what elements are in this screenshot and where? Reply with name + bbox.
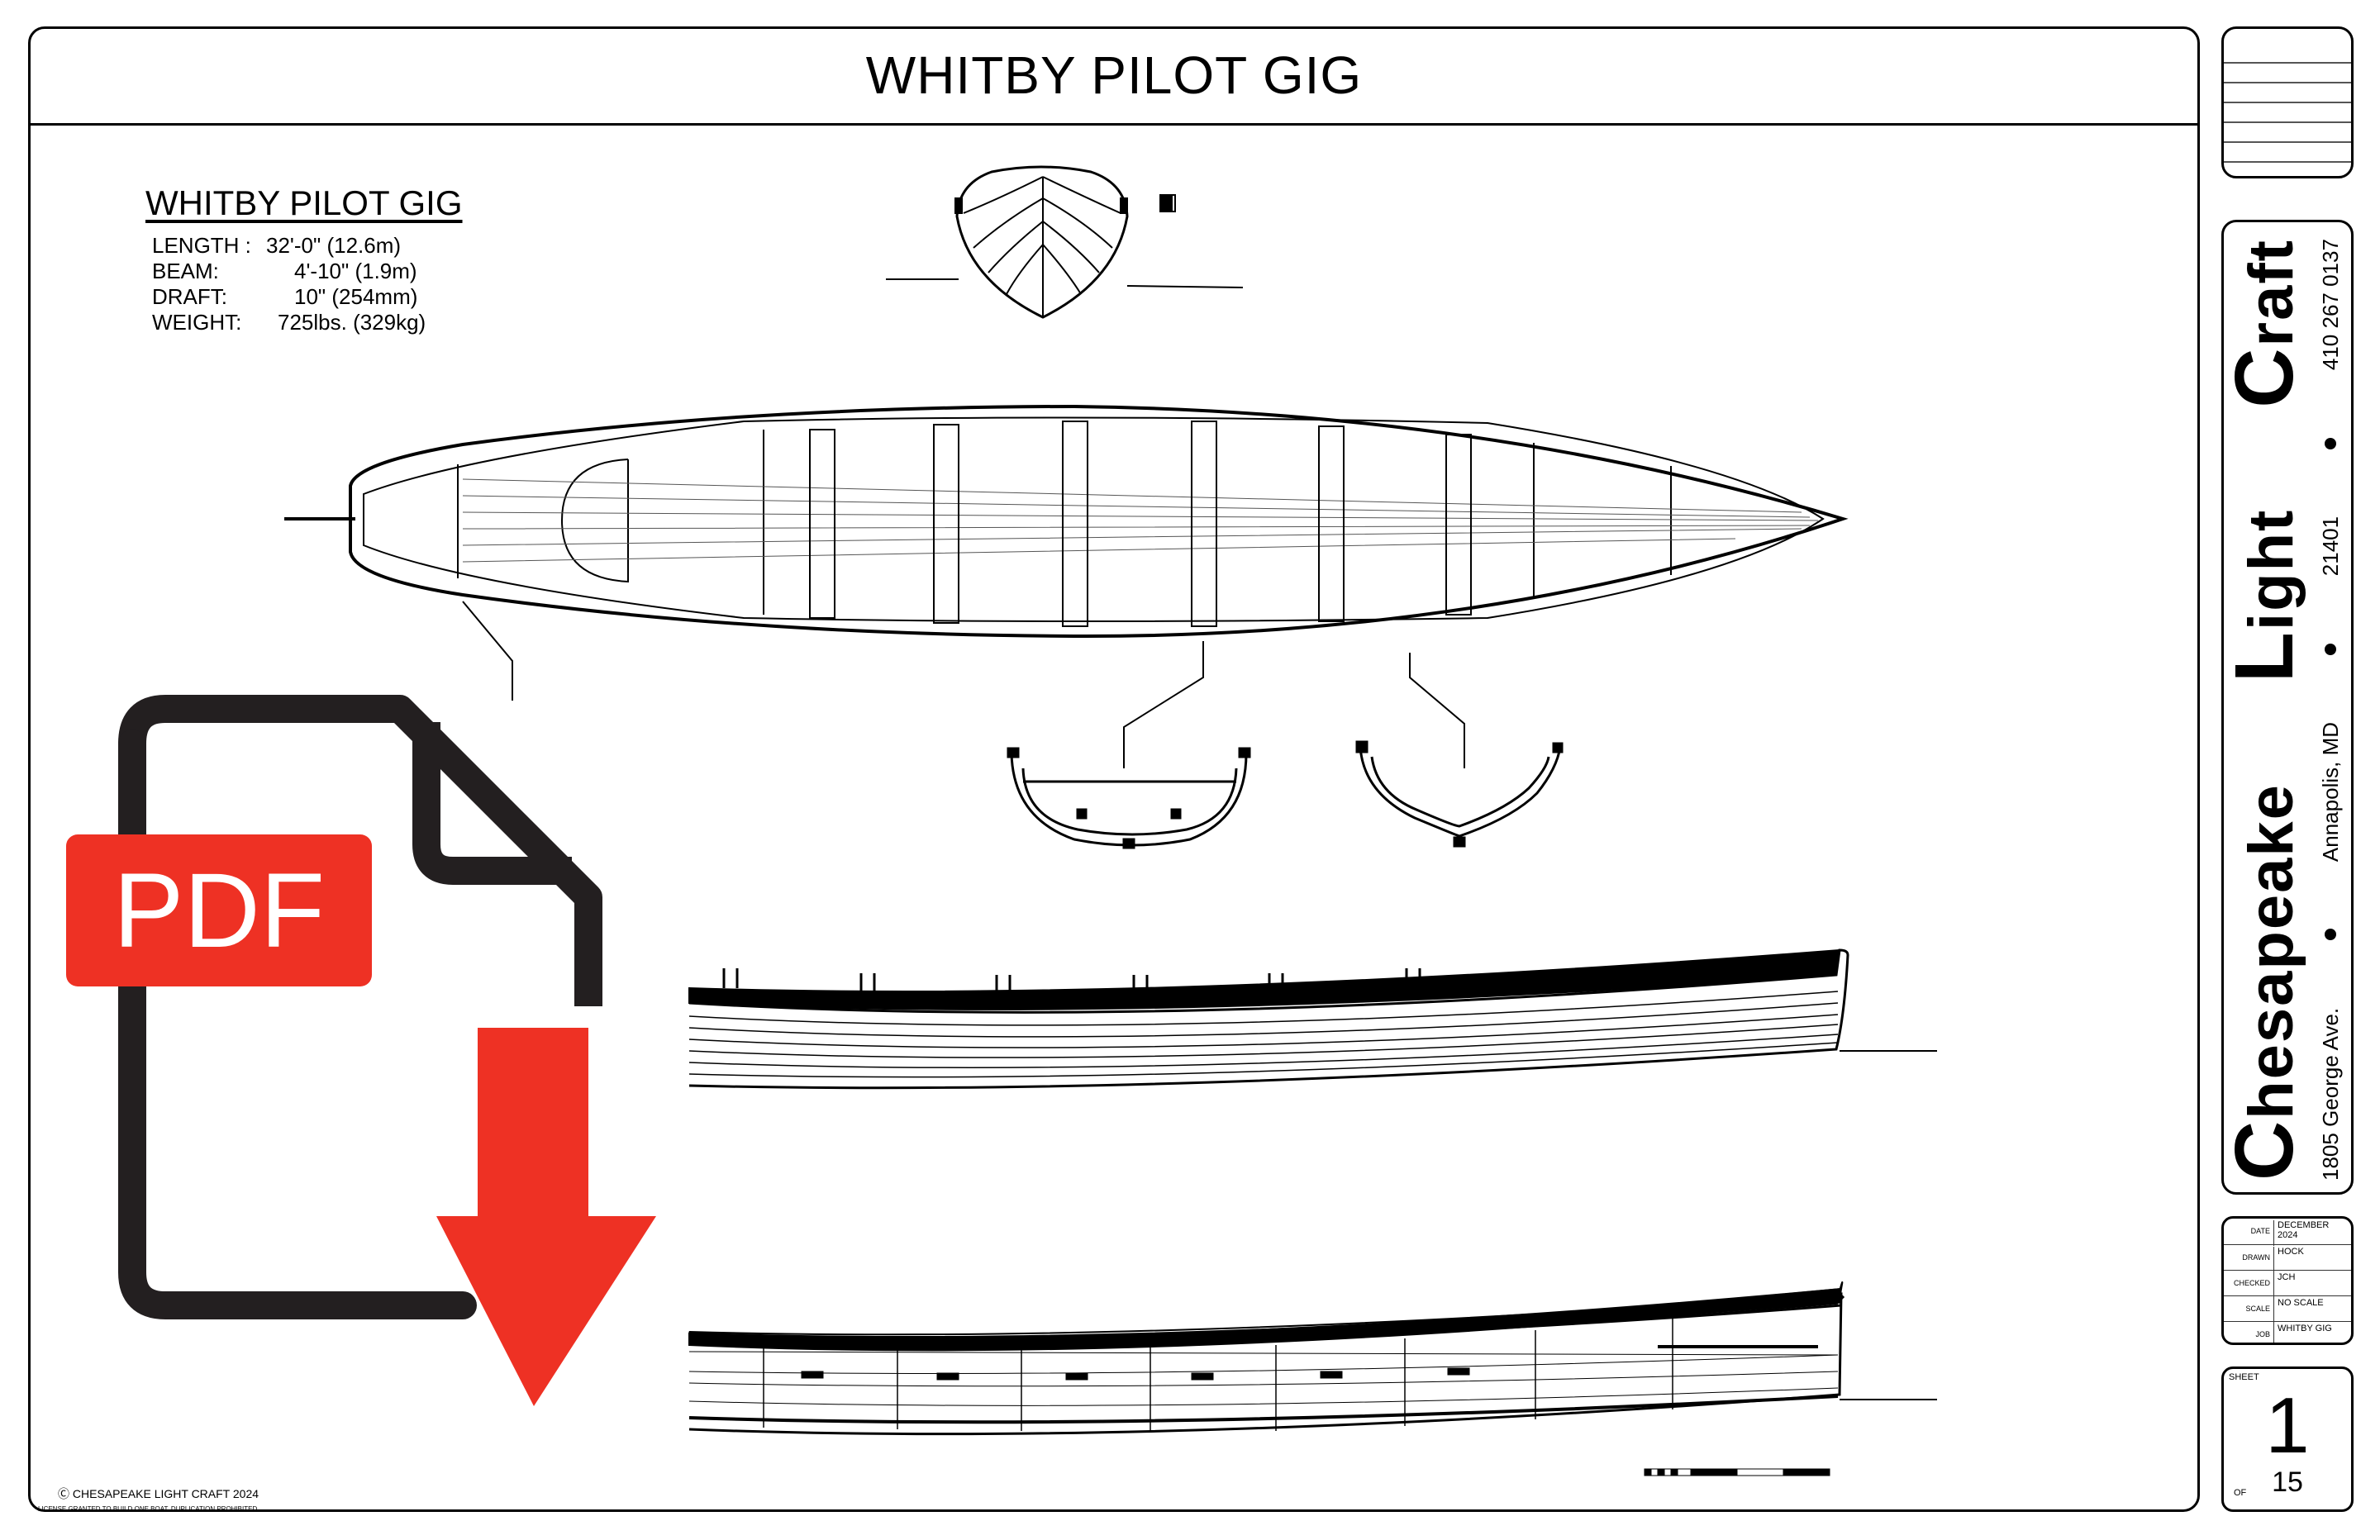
sheet-number: 1 (2265, 1381, 2310, 1470)
section-views-drawing (1007, 740, 1564, 849)
address-phone: 410 267 0137 (2317, 239, 2343, 371)
separator-dot (2325, 437, 2336, 449)
separator-dot (2325, 643, 2336, 655)
spec-row-weight: WEIGHT: 725lbs. (329kg) (152, 310, 463, 335)
inboard-profile-drawing (688, 1281, 1937, 1436)
spec-value: 725lbs. (329kg) (278, 310, 426, 335)
spec-value: 10" (254mm) (294, 284, 418, 309)
sheet-number-block: SHEET 1 OF 15 (2221, 1367, 2354, 1512)
company-address: 1805 George Ave. Annapolis, MD 21401 410… (2314, 239, 2347, 1181)
specs-panel: WHITBY PILOT GIG LENGTH : 32'-0" (12.6m)… (145, 183, 463, 335)
address-street: 1805 George Ave. (2317, 1007, 2343, 1181)
date-value: DECEMBER 2024 (2273, 1220, 2351, 1246)
spec-label: WEIGHT: (152, 310, 242, 335)
job-value: WHITBY GIG (2273, 1324, 2332, 1343)
title-block-info: DATE DECEMBER 2024 DRAWN HOCK CHECKED JC… (2221, 1216, 2354, 1345)
license-text: LICENSE GRANTED TO BUILD ONE BOAT. DUPLI… (38, 1505, 258, 1513)
profile-view-drawing (688, 948, 1937, 1090)
spec-label: DRAFT: (152, 284, 227, 309)
pdf-label-text: PDF (113, 852, 325, 970)
scale-value: NO SCALE (2273, 1298, 2324, 1324)
spec-label: LENGTH : (152, 233, 251, 258)
spec-row-length: LENGTH : 32'-0" (12.6m) (152, 233, 463, 259)
sheet-title-text: WHITBY PILOT GIG (865, 45, 1363, 105)
sheet-total: 15 (2272, 1466, 2303, 1498)
sheet-label: SHEET (2229, 1372, 2259, 1382)
spec-value: 32'-0" (12.6m) (266, 233, 402, 258)
company-block: Chesapeake Light Craft 1805 George Ave. … (2218, 220, 2354, 1195)
spec-row-draft: DRAFT: 10" (254mm) (152, 284, 463, 310)
sheet-title: WHITBY PILOT GIG (28, 26, 2200, 126)
drawing-frame (28, 26, 2200, 1512)
of-label: OF (2234, 1488, 2247, 1498)
scale-bar (1644, 1468, 1830, 1476)
company-name: Chesapeake Light Craft (2218, 239, 2311, 1181)
separator-dot (2325, 929, 2336, 941)
checked-value: JCH (2273, 1272, 2295, 1298)
copyright-text: Ⓒ CHESAPEAKE LIGHT CRAFT 2024 (58, 1487, 259, 1500)
spec-row-beam: BEAM: 4'-10" (1.9m) (152, 259, 463, 284)
spec-value: 4'-10" (1.9m) (294, 259, 417, 283)
bow-view-drawing (886, 165, 1244, 319)
address-zip: 21401 (2317, 516, 2343, 577)
plan-view-drawing (284, 404, 1849, 768)
specs-heading: WHITBY PILOT GIG (145, 183, 463, 222)
spec-label: BEAM: (152, 259, 219, 283)
address-city: Annapolis, MD (2317, 722, 2343, 863)
drawn-value: HOCK (2273, 1247, 2304, 1272)
pdf-download-icon: PDF (66, 695, 656, 1406)
revision-block (2221, 26, 2354, 178)
